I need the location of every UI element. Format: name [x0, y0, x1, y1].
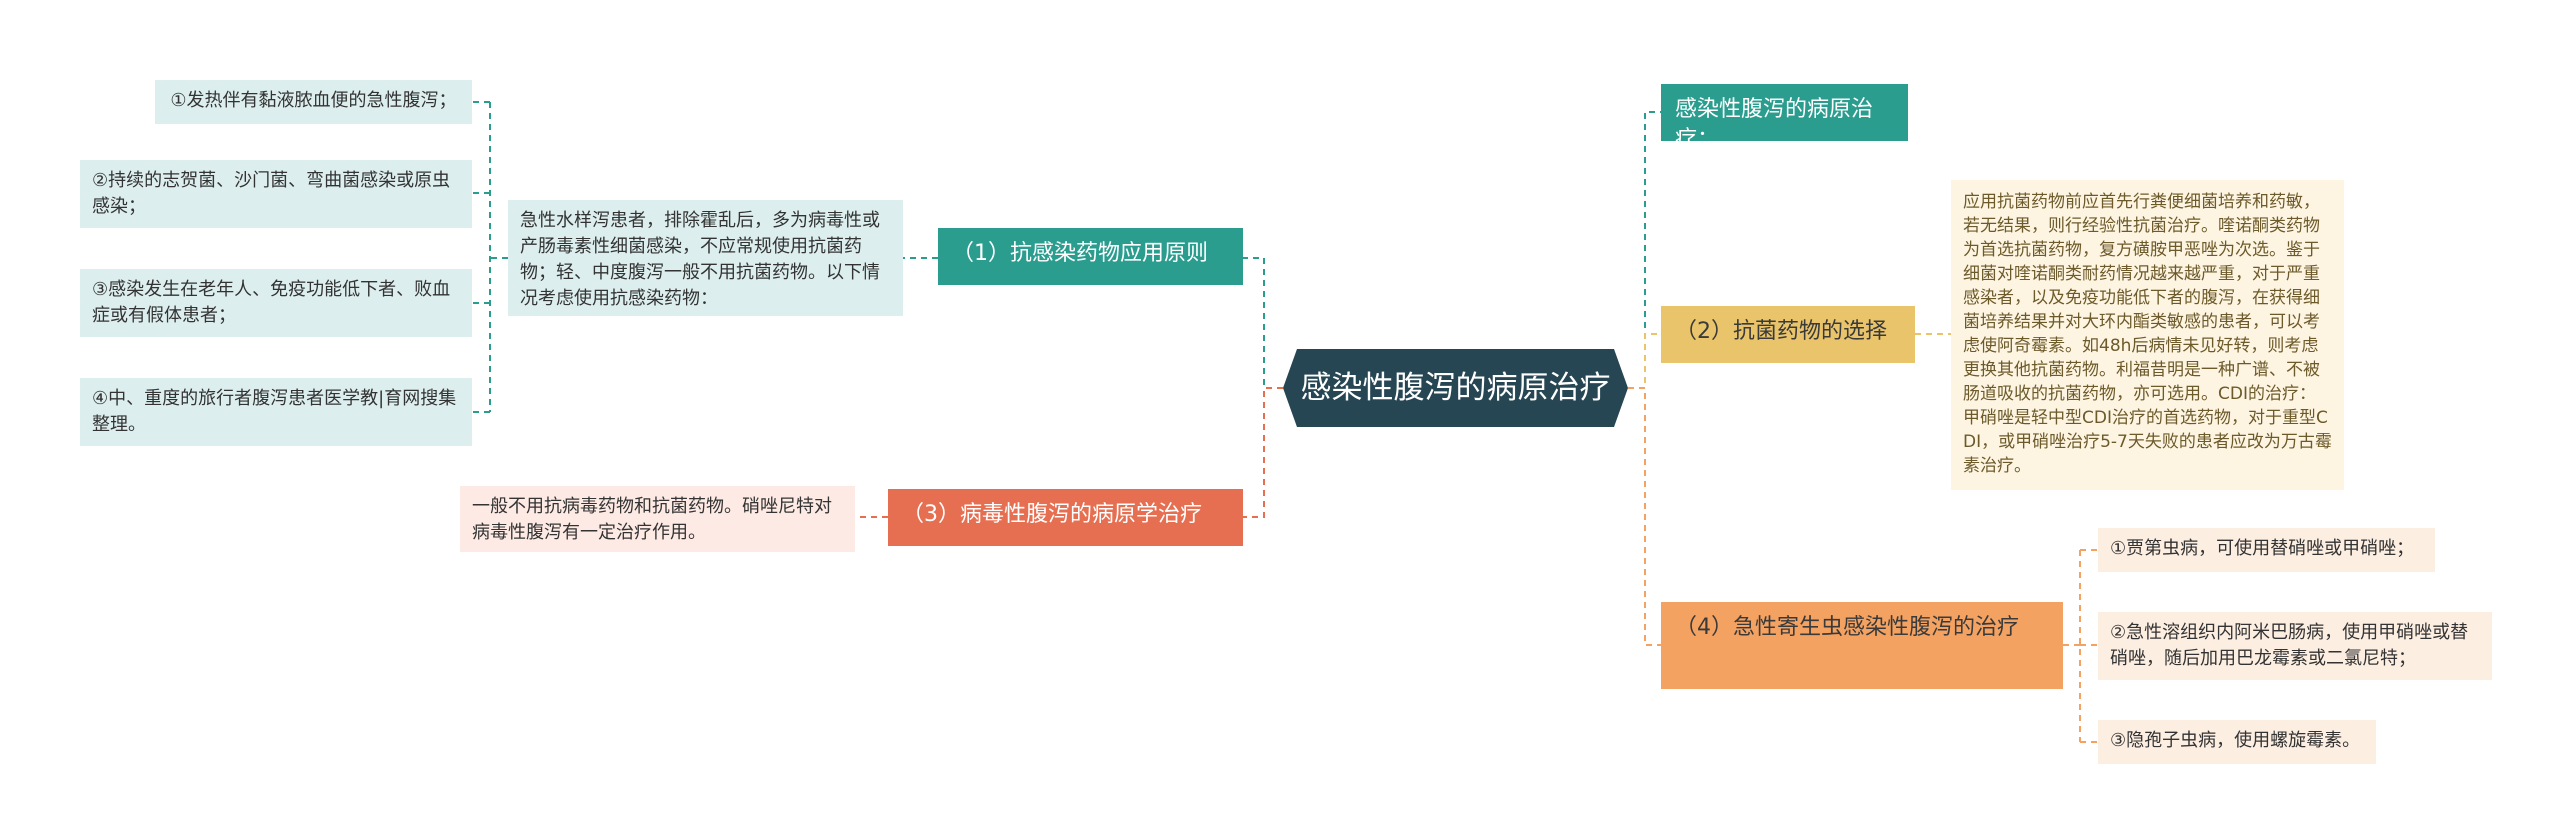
branch-pathogen-treatment-heading[interactable]: 感染性腹泻的病原治疗：	[1661, 84, 1908, 152]
viral-diarrhea-detail[interactable]: 一般不用抗病毒药物和抗菌药物。硝唑尼特对病毒性腹泻有一定治疗作用。	[460, 486, 855, 552]
branch-viral-diarrhea[interactable]: （3）病毒性腹泻的病原学治疗	[888, 489, 1243, 546]
antiinfective-item-4[interactable]: ④中、重度的旅行者腹泻患者医学教|育网搜集整理。	[80, 378, 472, 446]
connector-central-b0	[1628, 111, 1661, 389]
branch-antiinfective-intro[interactable]: 急性水样泻患者，排除霍乱后，多为病毒性或产肠毒素性细菌感染，不应常规使用抗菌药物…	[508, 200, 903, 316]
connector-central-b2	[1628, 333, 1661, 389]
branch-antibiotic-selection[interactable]: （2）抗菌药物的选择	[1661, 306, 1915, 363]
connector-b4-items	[2063, 549, 2098, 743]
antiinfective-item-2[interactable]: ②持续的志贺菌、沙门菌、弯曲菌感染或原虫感染；	[80, 160, 472, 228]
parasitic-item-2[interactable]: ②急性溶组织内阿米巴肠病，使用甲硝唑或替硝唑，随后加用巴龙霉素或二氯尼特；	[2098, 612, 2492, 680]
connector-central-b3	[1243, 387, 1283, 518]
connector-central-b4	[1628, 387, 1661, 646]
central-topic[interactable]: 感染性腹泻的病原治疗	[1283, 349, 1628, 427]
antibiotic-selection-detail[interactable]: 应用抗菌药物前应首先行粪便细菌培养和药敏，若无结果，则行经验性抗菌治疗。喹诺酮类…	[1951, 180, 2344, 490]
branch-parasitic-diarrhea[interactable]: （4）急性寄生虫感染性腹泻的治疗	[1661, 602, 2063, 689]
antiinfective-item-3[interactable]: ③感染发生在老年人、免疫功能低下者、败血症或有假体患者；	[80, 269, 472, 337]
antiinfective-item-1[interactable]: ①发热伴有黏液脓血便的急性腹泻；	[155, 80, 472, 124]
parasitic-item-3[interactable]: ③隐孢子虫病，使用螺旋霉素。	[2098, 720, 2376, 764]
parasitic-item-1[interactable]: ①贾第虫病，可使用替硝唑或甲硝唑；	[2098, 528, 2435, 572]
connector-intro-items	[472, 101, 508, 413]
connector-central-b1	[1243, 257, 1283, 389]
branch-antiinfective-principles[interactable]: （1）抗感染药物应用原则	[938, 228, 1243, 285]
